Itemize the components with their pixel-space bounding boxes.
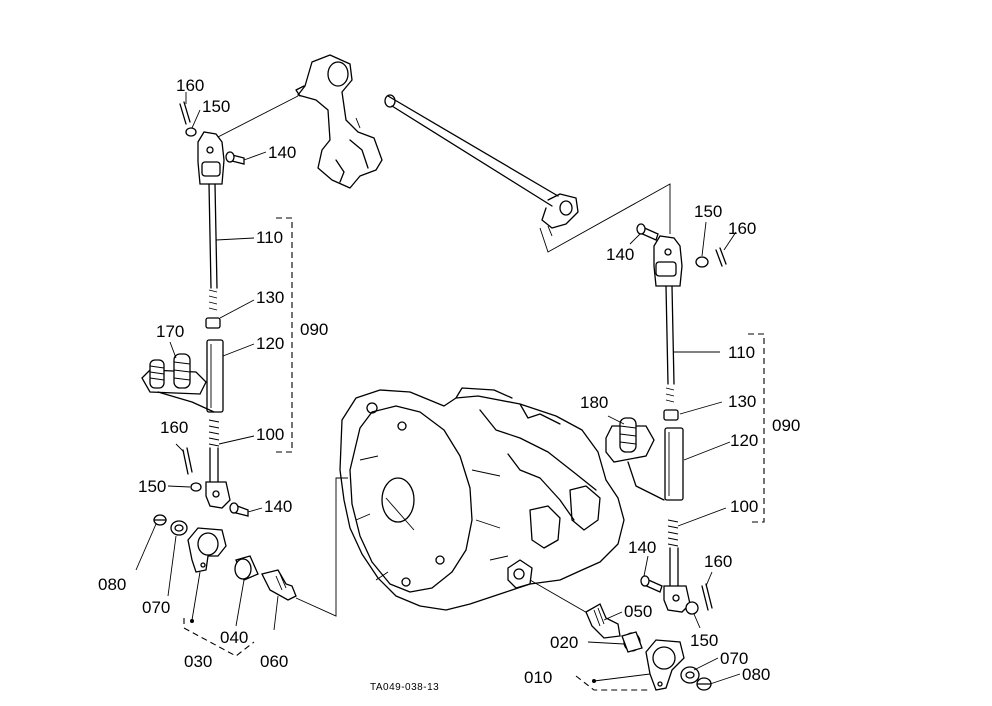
label-090-right: 090 [772, 416, 800, 435]
transmission-housing [339, 387, 625, 619]
left-rod-assembly [179, 101, 293, 517]
label-130-left: 130 [256, 288, 284, 307]
label-070-right: 070 [720, 649, 748, 668]
label-140-top-right: 140 [606, 245, 634, 264]
label-150-top-left: 150 [202, 97, 230, 116]
label-110-right: 110 [728, 343, 755, 362]
label-110-left: 110 [256, 228, 283, 247]
label-150-bottom-right: 150 [690, 631, 718, 650]
label-120-right: 120 [730, 431, 758, 450]
right-lower-parts [575, 603, 712, 691]
label-080-right: 080 [742, 665, 770, 684]
label-020: 020 [550, 633, 578, 652]
leader-lines [135, 92, 741, 685]
label-100-right: 100 [730, 497, 758, 516]
label-100-left: 100 [256, 425, 284, 444]
figure-code: TA049-038-13 [370, 682, 439, 693]
label-030: 030 [184, 652, 212, 671]
label-130-right: 130 [728, 392, 756, 411]
label-160-top-left: 160 [176, 76, 204, 95]
label-140-mid-left: 140 [264, 497, 292, 516]
label-060: 060 [260, 652, 288, 671]
right-rod-assembly [636, 223, 765, 615]
label-050: 050 [624, 602, 652, 621]
label-140-bottom-right: 140 [628, 538, 656, 557]
label-090-left: 090 [300, 320, 328, 339]
label-150-mid-left: 150 [138, 477, 166, 496]
label-120-left: 120 [256, 334, 284, 353]
left-lower-parts [153, 477, 348, 657]
left-spring-bracket [141, 353, 215, 413]
label-180: 180 [580, 393, 608, 412]
label-150-top-right: 150 [694, 202, 722, 221]
pedal-arm [215, 54, 383, 189]
label-160-bottom-right: 160 [704, 552, 732, 571]
label-080-left: 080 [98, 575, 126, 594]
label-070-left: 070 [142, 598, 170, 617]
label-140-top-left: 140 [268, 143, 296, 162]
label-160-top-right: 160 [728, 219, 756, 238]
label-010: 010 [524, 668, 552, 687]
cross-shaft [384, 94, 671, 253]
label-170: 170 [156, 322, 184, 341]
label-160-mid-left: 160 [160, 418, 188, 437]
right-spring-bracket [605, 417, 665, 501]
label-040: 040 [220, 628, 248, 647]
part-labels: 160 150 140 110 130 090 170 120 160 100 … [98, 76, 800, 693]
